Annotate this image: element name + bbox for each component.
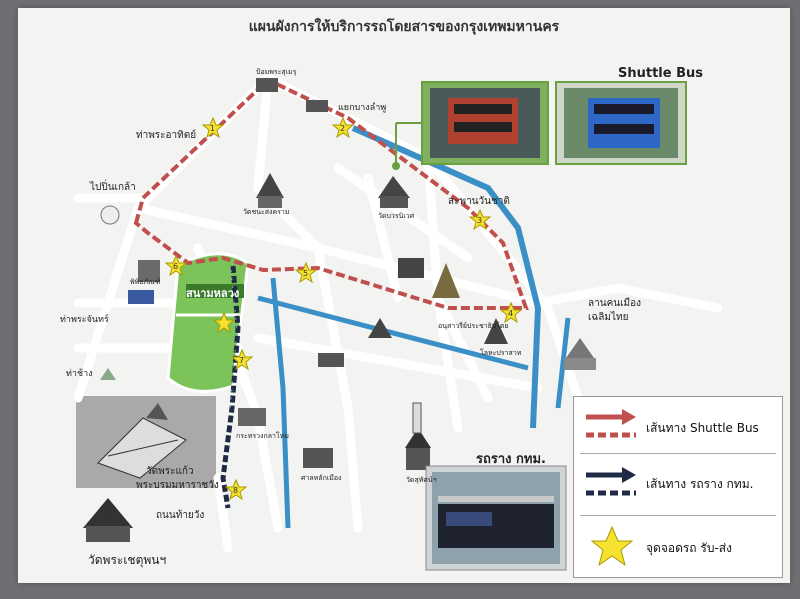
label-tha-chang: ท่าช้าง <box>66 368 93 379</box>
stop-num: 3 <box>477 216 482 225</box>
canal-cross <box>257 295 529 371</box>
legend-shuttle-text: เส้นทาง Shuttle Bus <box>646 421 759 435</box>
shuttle-photos <box>392 81 687 170</box>
map-title: แผนผังการให้บริการรถโดยสารของกรุงเทพมหาน… <box>248 19 560 35</box>
canal-outer <box>351 125 542 429</box>
giant-swing-icon <box>412 402 422 434</box>
stop-num: 2 <box>340 124 345 133</box>
stop-num: 7 <box>239 356 244 365</box>
label-sanam-luang: สนามหลวง <box>186 287 239 300</box>
grand-palace-icon <box>97 403 187 479</box>
label-wat-bowon: วัดบวรนิเวศ <box>378 212 415 220</box>
label-tha-phra-athit: ท่าพระอาทิตย์ <box>136 129 196 141</box>
stop-num: 5 <box>303 269 308 278</box>
label-ministry: กระทรวงกลาโหม <box>236 431 289 440</box>
map-sheet: แผนผังการให้บริการรถโดยสารของกรุงเทพมหาน… <box>18 8 790 583</box>
label-grand-palace: พระบรมมหาราชวัง <box>136 480 219 491</box>
legend-shuttle: เส้นทาง Shuttle Bus <box>574 397 782 447</box>
museum-icon <box>138 260 160 282</box>
golden-mount-icon <box>432 263 460 298</box>
shuttle-photo-label: Shuttle Bus <box>618 66 704 81</box>
tram-arrow-icon <box>586 467 636 496</box>
temple-icon-1 <box>256 173 284 198</box>
wat-pho-icon <box>83 498 133 528</box>
fort-icon <box>256 78 278 92</box>
label-wat-suthat: วัดสุทัศน์ฯ <box>406 476 437 484</box>
shuttle-arrow-icon <box>586 409 636 438</box>
shuttle-route-line <box>133 77 529 310</box>
label-wan-chat: สะพานวันชาติ <box>448 196 510 207</box>
legend-tram: เส้นทาง รถราง กทม. <box>574 459 782 509</box>
stop-num: 8 <box>233 486 238 495</box>
label-pin-klao: ไปปิ่นเกล้า <box>89 179 136 193</box>
stop-num: 6 <box>173 262 178 271</box>
map-legend: เส้นทาง Shuttle Bus เส้นทาง รถราง กทม. จ… <box>573 396 783 578</box>
temple-icon-3 <box>368 318 392 338</box>
map-canvas: 1 2 3 4 5 6 7 8 สนามหลวง วัดพระแก้ว พระบ… <box>60 68 723 571</box>
chang-icon <box>100 368 116 380</box>
canal-east <box>555 317 571 409</box>
temple-icon-2 <box>378 176 410 198</box>
university-icon <box>128 290 154 304</box>
tram-photo-label: รถราง กทม. <box>476 452 546 467</box>
building-icon-3 <box>306 100 328 112</box>
label-banglamphu: แยกบางลำพู <box>338 102 386 113</box>
label-lan-khon-mueang: ลานคนเมือง <box>588 297 641 309</box>
tram-photo <box>425 465 567 571</box>
building-icon-1 <box>318 353 344 367</box>
canal-inner <box>270 277 291 529</box>
label-museum: พิพิธภัณฑ์ <box>130 278 161 286</box>
legend-stop-text: จุดจอดรถ รับ-ส่ง <box>646 541 732 555</box>
label-city-pillar: ศาลหลักเมือง <box>301 474 341 482</box>
tram-route-line <box>220 265 241 509</box>
stop-num: 4 <box>508 309 513 318</box>
label-democracy: อนุสาวรีย์ประชาธิปไตย <box>438 321 509 330</box>
label-loha-prasat: โลหะปราสาท <box>480 348 522 357</box>
label-chalerm-thai: เฉลิมไทย <box>588 311 628 323</box>
city-pillar-icon <box>303 448 333 468</box>
seal-icon <box>100 205 120 225</box>
stop-stars <box>164 116 523 501</box>
label-wat-chana: วัดชนะสงคราม <box>243 208 289 216</box>
label-wat-phra-kaew: วัดพระแก้ว <box>146 465 194 477</box>
star-icon <box>590 525 634 567</box>
ministry-icon <box>238 408 266 426</box>
label-tha-phra-chan: ท่าพระจันทร์ <box>60 313 109 325</box>
stop-num: 1 <box>210 124 215 133</box>
legend-stop: จุดจอดรถ รับ-ส่ง <box>574 521 782 571</box>
temple-icon-east <box>566 338 594 358</box>
label-thai-wang: ถนนท้ายวัง <box>156 509 204 521</box>
building-icon-2 <box>398 258 424 278</box>
loha-prasat-icon <box>484 318 508 344</box>
temple-base-1 <box>258 196 282 208</box>
label-fort: ป้อมพระสุเมรุ <box>256 68 297 76</box>
legend-tram-text: เส้นทาง รถราง กทม. <box>646 477 754 491</box>
label-wat-pho: วัดพระเชตุพนฯ <box>88 553 166 568</box>
